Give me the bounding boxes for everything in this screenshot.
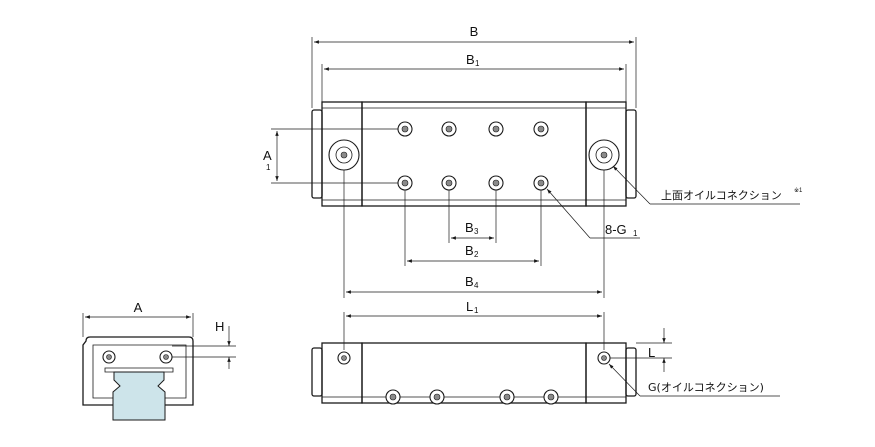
label-A1-sub: 1 [266, 163, 271, 172]
side-end-cap-right [625, 347, 637, 397]
bolt-head [499, 389, 515, 405]
label-B2: B [465, 243, 474, 258]
label-top-oil-note: ※1 [794, 187, 803, 194]
end-cap-left [311, 109, 323, 199]
top-oil-port-left [328, 139, 360, 171]
label-8-G1: 8-G [605, 222, 627, 237]
label-H: H [215, 319, 224, 334]
label-B: B [470, 24, 479, 39]
label-B4-sub: 4 [474, 281, 479, 290]
mounting-hole [488, 121, 504, 137]
side-end-cap-left [311, 347, 323, 397]
label-L: L [648, 345, 655, 360]
dim-A1: A 1 [263, 128, 398, 184]
side-bolt-heads [385, 389, 559, 405]
side-block-body [361, 342, 587, 404]
label-L1-sub: 1 [474, 306, 479, 315]
mounting-hole [533, 121, 549, 137]
block-body [361, 101, 587, 207]
label-B4: B [465, 274, 474, 289]
bolt-head [429, 389, 445, 405]
dim-B4: B 4 [343, 170, 605, 298]
label-L1: L [466, 299, 473, 314]
mounting-hole [441, 121, 457, 137]
rail-profile [112, 371, 166, 421]
label-8-G1-sub: 1 [633, 229, 638, 238]
bolt-head [385, 389, 401, 405]
bolt-head [543, 389, 559, 405]
top-view: B B 1 A 1 B 3 [263, 24, 803, 298]
end-view-hole-left [102, 350, 116, 364]
label-A: A [134, 300, 143, 315]
label-B3: B [465, 220, 474, 235]
mounting-hole [441, 175, 457, 191]
mounting-hole [488, 175, 504, 191]
end-view-outline [82, 336, 194, 406]
mounting-hole [533, 175, 549, 191]
end-view-hole-right [159, 350, 173, 364]
side-view: L 1 L G(オイルコネクション) [311, 299, 780, 405]
mounting-hole [397, 175, 413, 191]
mounting-hole [397, 121, 413, 137]
leader-top-oil: 上面オイルコネクション ※1 [612, 165, 803, 205]
dim-B3: B 3 [448, 190, 497, 243]
dim-B1: B 1 [321, 52, 627, 102]
side-oil-port-left [337, 351, 351, 365]
label-B3-sub: 3 [474, 227, 479, 236]
label-B2-sub: 2 [474, 250, 479, 259]
label-top-oil-connection: 上面オイルコネクション [661, 189, 782, 202]
label-side-oil-connection: G(オイルコネクション) [648, 381, 764, 394]
leader-8-G1: 8-G 1 [546, 188, 640, 239]
mounting-holes [397, 121, 549, 191]
label-B1: B [466, 52, 475, 67]
label-A1: A [263, 148, 272, 163]
side-oil-port-right [597, 351, 611, 365]
dim-B2: B 2 [404, 190, 542, 266]
label-B1-sub: 1 [475, 59, 480, 68]
dim-B: B [311, 24, 637, 108]
top-oil-port-right [588, 139, 620, 171]
end-view: A H [82, 300, 236, 421]
